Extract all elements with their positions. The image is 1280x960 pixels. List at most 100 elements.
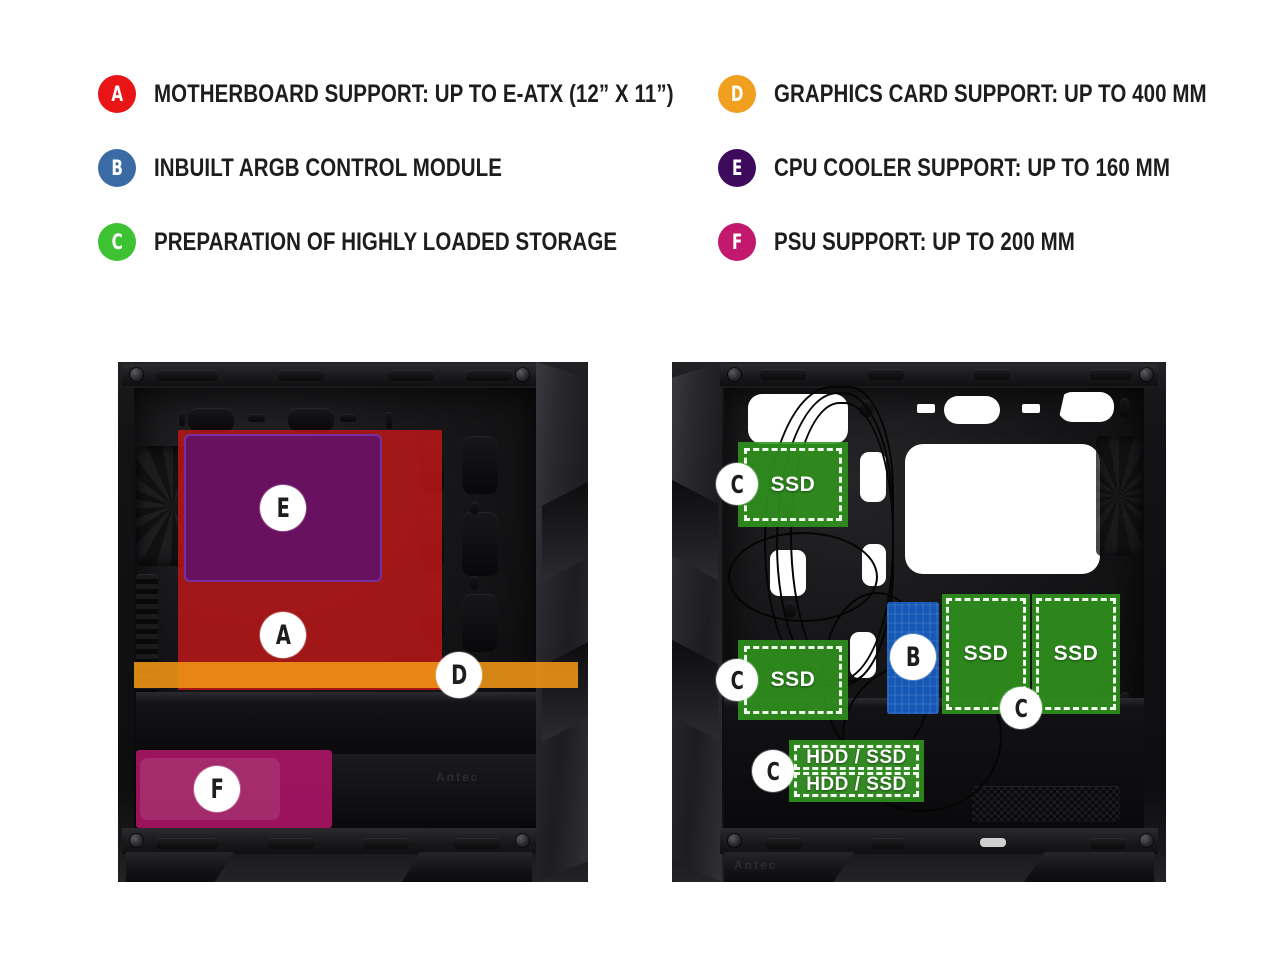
legend-item-f: F PSU SUPPORT: UP TO 200 MM xyxy=(718,220,1258,264)
rear-edge-slot xyxy=(1120,398,1129,418)
case-left-front-bezel xyxy=(536,362,588,882)
legend-label-e: CPU COOLER SUPPORT: UP TO 160 MM xyxy=(774,153,1170,182)
marker-cpu-cooler-letter: E xyxy=(276,492,290,524)
case-right-top-vent-3 xyxy=(974,369,1010,380)
case-left-top-rail xyxy=(122,364,542,386)
ssd-cage-2-dashed-outline xyxy=(1036,598,1116,710)
case-right-bottom-vent-3 xyxy=(980,838,1006,847)
tray-slot-4 xyxy=(386,412,392,429)
tray-slot-c xyxy=(1022,404,1040,413)
screw-bottom-right xyxy=(516,834,529,847)
top-rail-vent-4 xyxy=(466,370,512,381)
legend-item-b: B INBUILT ARGB CONTROL MODULE xyxy=(98,146,698,190)
screw-top-right xyxy=(516,368,529,381)
legend-label-c: PREPARATION OF HIGHLY LOADED STORAGE xyxy=(154,227,618,256)
overlay-hdd-bay: HDD / SSD HDD / SSD xyxy=(789,740,924,802)
marker-storage-ssd-mid: C xyxy=(716,659,758,701)
side-panel-slot-1 xyxy=(470,502,479,514)
overlay-hdd-slot-2: HDD / SSD xyxy=(793,771,920,798)
case-right-bottom-vent-1 xyxy=(766,838,802,849)
cable-bundle-6 xyxy=(728,532,878,622)
tray-slot-b xyxy=(917,404,935,413)
screw-bottom-left xyxy=(130,834,143,847)
tray-slot-1 xyxy=(248,414,265,422)
tray-slot-2 xyxy=(340,414,357,422)
case-photo-right-cable-side: Antec SSD SSD SSD SSD HDD / SSD HDD / xyxy=(672,362,1166,882)
legend-badge-c-letter: C xyxy=(111,229,123,254)
case-right-top-vent-1 xyxy=(760,369,806,380)
tray-cutout-1 xyxy=(188,408,234,432)
legend-item-e: E CPU COOLER SUPPORT: UP TO 160 MM xyxy=(718,146,1258,190)
legend-label-f: PSU SUPPORT: UP TO 200 MM xyxy=(774,227,1075,256)
case-right-screw-bottom-left xyxy=(728,834,741,847)
ssd-mid-label: SSD xyxy=(770,668,816,691)
case-right-brand-logo: Antec xyxy=(734,858,778,872)
hdd-slot-1-dashed-outline xyxy=(794,745,919,770)
case-right-screw-top-right xyxy=(1140,368,1153,381)
case-right-top-rail xyxy=(720,364,1158,386)
side-panel-slot-2 xyxy=(470,576,479,590)
bottom-vent-2 xyxy=(268,838,314,849)
motherboard-tray-window xyxy=(905,444,1100,574)
legend-item-d: D GRAPHICS CARD SUPPORT: UP TO 400 MM xyxy=(718,72,1258,116)
legend-item-c: C PREPARATION OF HIGHLY LOADED STORAGE xyxy=(98,220,698,264)
psu-shroud-body xyxy=(136,706,536,756)
legend-column-left: A MOTHERBOARD SUPPORT: UP TO E-ATX (12” … xyxy=(98,72,698,294)
marker-motherboard-letter: A xyxy=(275,619,291,651)
hdd-slot-2-label: HDD / SSD xyxy=(806,773,907,795)
marker-storage-ssd-cage-letter: C xyxy=(1014,693,1028,723)
tray-slot-3 xyxy=(179,412,185,426)
case-left-brand-logo: Antec xyxy=(436,770,480,784)
marker-psu: F xyxy=(194,766,240,812)
marker-psu-letter: F xyxy=(210,773,224,805)
marker-storage-hdd-bay-letter: C xyxy=(766,756,780,786)
marker-gpu: D xyxy=(436,652,482,698)
ssd-top-label: SSD xyxy=(770,472,816,496)
hdd-slot-1-label: HDD / SSD xyxy=(806,746,907,768)
psu-shroud-top xyxy=(136,692,536,706)
ssd-cage-1-label: SSD xyxy=(963,642,1009,665)
legend-badge-a-letter: A xyxy=(111,81,123,106)
overlay-ssd-cage-slot-2: SSD xyxy=(1032,594,1120,714)
rear-top-cutout xyxy=(1058,392,1114,422)
case-left-foot-rear xyxy=(402,852,532,882)
top-rail-vent-1 xyxy=(156,370,218,381)
top-rail-vent-2 xyxy=(278,370,324,381)
legend-badge-e-letter: E xyxy=(732,155,742,180)
bottom-vent-1 xyxy=(156,838,218,849)
rear-fan xyxy=(1096,436,1142,556)
legend-badge-a: A xyxy=(98,75,136,113)
feature-legend: A MOTHERBOARD SUPPORT: UP TO E-ATX (12” … xyxy=(0,72,1280,282)
marker-cpu-cooler: E xyxy=(260,485,306,531)
side-panel-cutout-3 xyxy=(462,594,498,652)
legend-badge-d: D xyxy=(718,75,756,113)
legend-badge-b-letter: B xyxy=(111,155,123,180)
side-panel-cutout-2 xyxy=(462,512,498,576)
legend-badge-c: C xyxy=(98,223,136,261)
case-photo-left-interior: Antec E A D F xyxy=(118,362,588,882)
marker-storage-ssd-cage: C xyxy=(1000,687,1042,729)
marker-argb-module: B xyxy=(890,634,936,680)
case-right-bottom-vent-2 xyxy=(872,838,904,849)
case-right-top-vent-2 xyxy=(868,369,904,380)
case-right-front-bezel xyxy=(672,362,722,882)
marker-argb-module-letter: B xyxy=(905,641,921,673)
legend-item-a: A MOTHERBOARD SUPPORT: UP TO E-ATX (12” … xyxy=(98,72,698,116)
case-right-foot-rear xyxy=(1024,852,1154,882)
screw-top-left xyxy=(130,368,143,381)
case-left-foot-front xyxy=(126,852,234,882)
case-right-bottom-vent-4 xyxy=(1090,838,1126,849)
bottom-vent-4 xyxy=(454,838,500,849)
legend-badge-e: E xyxy=(718,149,756,187)
hdd-slot-2-dashed-outline xyxy=(794,772,919,797)
overlay-hdd-slot-1: HDD / SSD xyxy=(793,744,920,771)
case-right-top-vent-4 xyxy=(1090,369,1132,380)
ssd-cage-2-label: SSD xyxy=(1053,642,1099,665)
legend-label-b: INBUILT ARGB CONTROL MODULE xyxy=(154,153,503,182)
overlay-gpu-clearance xyxy=(134,662,578,688)
marker-motherboard: A xyxy=(260,612,306,658)
bottom-vent-3 xyxy=(363,838,409,849)
marker-storage-ssd-top: C xyxy=(716,463,758,505)
legend-column-right: D GRAPHICS CARD SUPPORT: UP TO 400 MM E … xyxy=(718,72,1258,294)
